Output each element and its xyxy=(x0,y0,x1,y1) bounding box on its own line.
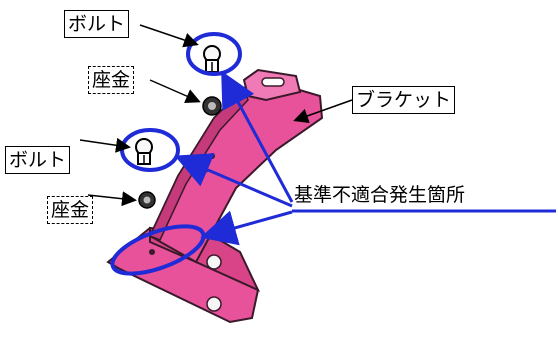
bracket-slot xyxy=(261,77,285,87)
highlight-ellipse-top xyxy=(186,32,242,76)
leader-washer-bottom xyxy=(87,191,137,207)
label-bolt-top: ボルト xyxy=(64,10,130,38)
label-defect-location: 基準不適合発生箇所 xyxy=(294,184,466,206)
bolt-top-part xyxy=(203,45,221,73)
defect-pointer-top xyxy=(221,70,294,203)
base-bolt-head xyxy=(206,254,222,270)
defect-pointer-mid xyxy=(174,153,293,208)
leader-bracket xyxy=(293,99,353,124)
leader-washer-top xyxy=(149,79,201,104)
leader-bolt-top xyxy=(139,24,199,48)
label-washer-bottom: 座金 xyxy=(47,196,94,224)
label-washer-top: 座金 xyxy=(88,66,135,94)
base-hole xyxy=(149,249,155,255)
label-bolt-mid: ボルト xyxy=(5,146,71,174)
washer-bottom-part xyxy=(138,191,156,209)
defect-pointer-base xyxy=(200,210,293,246)
label-bracket: ブラケット xyxy=(352,86,456,114)
washer-top-part xyxy=(202,96,222,116)
leader-bolt-mid xyxy=(79,137,131,153)
arm-hole xyxy=(209,153,215,159)
bolt-mid-part xyxy=(135,138,153,165)
base-bolt-head xyxy=(206,296,222,312)
